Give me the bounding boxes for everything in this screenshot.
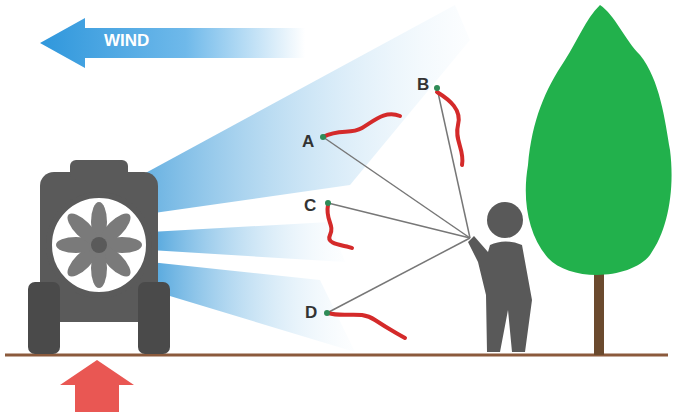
string-lines [323,88,470,313]
ribbons [323,92,463,338]
arrow-shape [40,18,305,68]
point-label: D [305,303,317,323]
direction-arrow [60,360,134,412]
point-label: C [304,196,316,216]
sprayer [28,160,170,354]
point-label: A [302,132,314,152]
wind-arrow: WIND [40,18,305,68]
point-label: B [417,75,429,95]
tie-points [320,85,440,316]
ground-line [5,354,668,357]
wind-label: WIND [104,31,149,51]
tree [526,5,672,355]
spray-cone [150,222,345,262]
person [468,202,532,352]
spray-cone [150,262,355,352]
